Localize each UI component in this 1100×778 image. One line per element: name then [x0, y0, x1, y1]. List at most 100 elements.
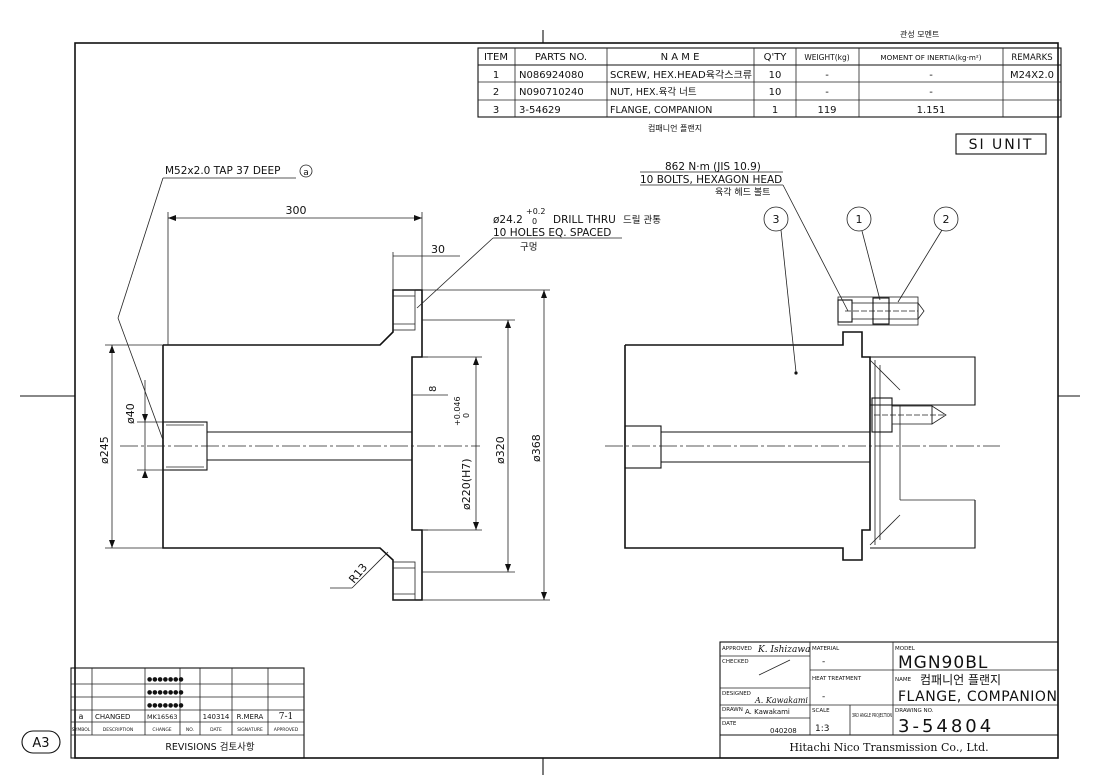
material-label: MATERIAL — [812, 646, 840, 652]
rev-stamp-3: ●●●●●●● — [147, 702, 184, 709]
si-unit-label: SI UNIT — [969, 137, 1034, 153]
rev-head-change: CHANGE — [152, 727, 171, 733]
rev-stamp-1: ●●●●●●● — [147, 676, 184, 683]
scale-value: 1:3 — [815, 724, 829, 734]
row3-parts-no: 3-54629 — [519, 105, 561, 116]
row2-qty: 10 — [769, 87, 782, 98]
dim-d320: ø320 — [494, 436, 507, 464]
row1-remarks: M24X2.0 — [1010, 70, 1054, 81]
dim-30: 30 — [431, 243, 445, 256]
sheet-size-label: A3 — [32, 736, 49, 751]
row1-parts-no: N086924080 — [519, 70, 584, 81]
row2-inertia: - — [929, 87, 933, 98]
balloon-3 — [763, 206, 789, 232]
rev-signature: R.MERA — [237, 713, 264, 721]
sheet-size-badge — [21, 730, 61, 754]
col-weight: WEIGHT(kg) — [804, 53, 849, 62]
parts-table: 관성 모멘트 ITEM PARTS NO. N A M E Q'TY WEIGH… — [477, 29, 1062, 133]
row3-inertia: 1.151 — [917, 105, 946, 116]
model-value: MGN90BL — [898, 653, 988, 673]
company-name: Hitachi Nico Transmission Co., Ltd. — [789, 741, 988, 754]
sheet-border — [74, 42, 1059, 759]
drawn-name: A. Kawakami — [745, 708, 790, 716]
rev-head-no: NO. — [186, 727, 194, 733]
title-block: APPROVED K. Ishizawa CHECKED DESIGNED A.… — [719, 641, 1059, 759]
moment-note: 관성 모멘트 — [900, 29, 939, 39]
dim-300: 300 — [286, 204, 307, 217]
heat-value: - — [822, 692, 825, 702]
rev-date: 140314 — [203, 713, 230, 721]
drill-note-1: ø24.2 — [493, 214, 523, 226]
dim-d40: ø40 — [124, 403, 137, 424]
drill-tol-lower: 0 — [532, 217, 537, 226]
heat-label: HEAT TREATMENT — [812, 676, 862, 682]
row1-inertia: - — [929, 70, 933, 81]
drill-note-3: 10 HOLES EQ. SPACED — [493, 227, 611, 239]
rev-head-description: DESCRIPTION — [103, 727, 133, 733]
col-remarks: REMARKS — [1011, 53, 1052, 63]
right-view-annotations: 862 N·m (JIS 10.9) 10 BOLTS, HEXAGON HEA… — [640, 161, 959, 375]
drawing-no-label: DRAWING NO. — [895, 708, 934, 714]
col-item: ITEM — [484, 52, 508, 63]
model-label: MODEL — [895, 646, 916, 652]
bolt-note-kr: 육각 헤드 볼트 — [715, 186, 770, 198]
material-value: - — [822, 657, 825, 667]
row2-name: NUT, HEX.육각 너트 — [610, 86, 697, 98]
drawing-no: 3-54804 — [898, 716, 994, 737]
approved-label: APPROVED — [722, 646, 752, 652]
scale-label: SCALE — [812, 708, 830, 714]
drawn-label: DRAWN — [722, 707, 743, 713]
name-label: NAME — [895, 677, 912, 683]
dim-d368: ø368 — [530, 434, 543, 462]
row3-qty: 1 — [772, 105, 778, 116]
rev-head-date: DATE — [210, 727, 222, 733]
dim-8: 8 — [428, 386, 439, 392]
left-view-dimensions: M52x2.0 TAP 37 DEEP a 300 30 ø24.2 +0.2 … — [98, 164, 661, 601]
torque-note: 862 N·m (JIS 10.9) — [665, 161, 761, 173]
row3-item: 3 — [493, 105, 499, 116]
rev-head-symbol: SYMBOL — [72, 727, 91, 733]
designed-signature: A. Kawakami — [754, 696, 808, 705]
row3-name: FLANGE, COMPANION — [610, 105, 712, 116]
drill-note-kr: 드릴 관통 — [623, 215, 661, 226]
drill-tol-upper: +0.2 — [526, 207, 545, 216]
balloon-2-label: 2 — [943, 213, 950, 226]
rev-stamp-2: ●●●●●●● — [147, 689, 184, 696]
col-parts-no: PARTS NO. — [535, 52, 587, 63]
tap-mark: a — [303, 168, 309, 178]
rev-approved: 7-1 — [279, 712, 294, 722]
row3-name-kr: 컴패니언 플랜지 — [648, 123, 702, 133]
col-inertia: MOMENT OF INERTIA(kg·m²) — [880, 53, 981, 62]
projection-label: 3RD ANGLE PROJECTION — [852, 713, 892, 719]
dim-d220: ø220(H7) — [460, 458, 473, 510]
row2-weight: - — [825, 87, 829, 98]
rev-head-approved: APPROVED — [274, 727, 299, 733]
balloon-1 — [846, 206, 872, 232]
row2-item: 2 — [493, 87, 499, 98]
bolt-note: 10 BOLTS, HEXAGON HEAD — [640, 174, 782, 186]
balloon-1-label: 1 — [856, 213, 863, 226]
designed-label: DESIGNED — [722, 691, 751, 697]
rev-head-signature: SIGNATURE — [237, 727, 263, 733]
row1-qty: 10 — [769, 70, 782, 81]
col-name: N A M E — [661, 52, 700, 63]
dim-r13: R13 — [346, 561, 370, 586]
row1-weight: - — [825, 70, 829, 81]
row2-parts-no: N090710240 — [519, 87, 584, 98]
revisions-block: ●●●●●●● ●●●●●●● ●●●●●●● a CHANGED MK1656… — [70, 667, 305, 759]
checked-label: CHECKED — [722, 659, 749, 665]
si-unit-box — [955, 133, 1047, 155]
name-kr: 컴패니언 플랜지 — [920, 673, 1001, 687]
date-value: 040208 — [770, 727, 797, 735]
approved-signature: K. Ishizawa — [757, 645, 810, 655]
tap-note: M52x2.0 TAP 37 DEEP — [165, 165, 281, 177]
rev-symbol: a — [79, 712, 84, 721]
drill-note-kr2: 구멍 — [520, 242, 537, 253]
row1-item: 1 — [493, 70, 499, 81]
left-section-view — [120, 289, 480, 601]
drill-note-2: DRILL THRU — [553, 214, 616, 226]
balloon-3-label: 3 — [773, 213, 780, 226]
right-assembly-view — [605, 296, 1000, 561]
balloon-2 — [933, 206, 959, 232]
